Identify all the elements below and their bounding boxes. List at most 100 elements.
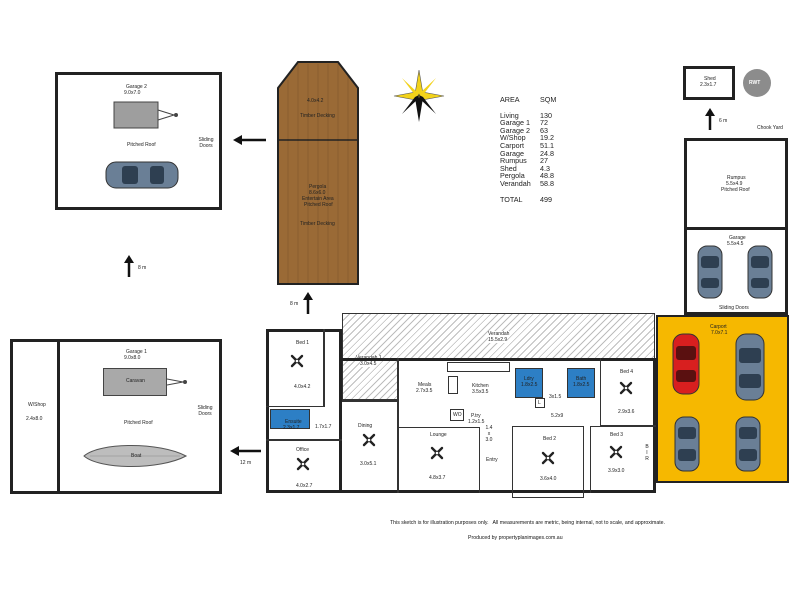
ensuite-title: Ensuite <box>285 419 302 425</box>
rumpus-title: Rumpus <box>727 175 746 181</box>
ceiling-fan-icon <box>430 446 444 460</box>
ceiling-fan-icon <box>290 354 304 368</box>
caravan-label: Caravan <box>126 378 145 384</box>
distance-label-1: 8 m <box>138 265 147 271</box>
pergola-dims: 8.6x6.0 <box>309 190 326 196</box>
rumpus-dims: 5.5x4.9 <box>726 181 743 187</box>
wo-label: WO <box>453 412 462 418</box>
robe-dims: 1.7x1.7 <box>315 424 332 430</box>
area-row-sqm: 51.1 <box>540 140 554 150</box>
boat-label: Boat <box>131 453 142 459</box>
area-row-sqm: 24.8 <box>540 148 554 158</box>
distance-label-3: 12 m <box>240 460 252 466</box>
hall-dims: 5.2x9 <box>551 413 564 419</box>
dining-meals-wall <box>397 358 399 493</box>
area-row-name: Shed <box>500 163 517 173</box>
area-row-name: Pergola <box>500 171 525 181</box>
area-row-sqm: 4.3 <box>540 163 550 173</box>
bath-room <box>567 368 595 398</box>
ceiling-fan-icon <box>541 451 555 465</box>
area-row-name: W/Shop <box>500 133 526 143</box>
area-row-name: Garage <box>500 148 524 158</box>
dining-wall <box>342 400 398 402</box>
distance-label-4: 6 m <box>719 118 728 124</box>
area-row-sqm: 130 <box>540 110 552 120</box>
house-outline <box>266 329 342 493</box>
bed3-dims: 3.9x3.0 <box>608 468 625 474</box>
bed4-title: Bed 4 <box>620 369 634 375</box>
garage-title: Garage <box>729 235 746 241</box>
trailer-icon <box>113 101 178 129</box>
wc-box <box>535 398 545 408</box>
pergola-sub1: Entertain Area <box>302 196 334 202</box>
garage-dims: 5.5x4.5 <box>727 241 744 247</box>
verandah-title: Verandah <box>488 331 510 337</box>
meals-title: Meals <box>418 382 432 388</box>
ensuite-dims: 2.3x1.7 <box>283 425 300 431</box>
lounge-room <box>398 427 480 493</box>
garage2-roof: Pitched Roof <box>127 142 156 148</box>
area-row-name: Verandah <box>500 178 531 188</box>
car-icon <box>674 416 700 472</box>
area-row-sqm: 19.2 <box>540 133 554 143</box>
lounge-dims: 4.8x3.7 <box>429 475 446 481</box>
rainwater-tank <box>743 69 771 97</box>
chook-yard-label: Chook Yard <box>757 125 783 131</box>
tow-hitch-icon <box>167 378 187 386</box>
rumpus-outline <box>684 138 788 230</box>
garage1-outline <box>10 339 222 494</box>
car-icon <box>735 416 761 472</box>
garage-door: Sliding Doors <box>719 305 749 311</box>
area-row-sqm: 58.8 <box>540 178 554 188</box>
bed1-dims: 4.0x4.2 <box>294 384 311 390</box>
rainwater-tank-label: RWT <box>749 80 761 86</box>
office-divider <box>266 439 342 441</box>
l-label: L <box>538 400 541 406</box>
ceiling-fan-icon <box>619 381 633 395</box>
area-row-sqm: 72 <box>540 118 548 128</box>
verandah1-dims: 3.0x4.5 <box>360 361 377 367</box>
boat-shape <box>83 445 188 467</box>
wshop-dims: 2.4x8.0 <box>26 416 43 422</box>
bir-label: B I R <box>645 444 649 462</box>
car-icon <box>105 161 179 189</box>
wshop-divider <box>57 339 60 494</box>
verandah-dims: 15.5x2.9 <box>488 337 508 343</box>
garage1-roof: Pitched Roof <box>124 420 153 426</box>
car-icon <box>672 333 700 395</box>
area-table-header: AREA SQM <box>500 95 557 104</box>
shed-title: Shed <box>704 76 716 82</box>
ceiling-fan-icon <box>296 457 310 471</box>
ceiling-fan-icon <box>362 433 376 447</box>
area-table-row: Verandah 58.8 <box>500 180 580 188</box>
pergola-title: Pergola <box>309 184 327 190</box>
car-icon <box>697 245 723 299</box>
distance-label-2: 8 m <box>290 301 299 307</box>
pergola-top-dims: 4.0x4.2 <box>307 98 324 104</box>
entry-title: Entry <box>486 457 498 463</box>
shed-dims: 2.3x1.7 <box>700 82 717 88</box>
kitchen-dims: 3.5x3.5 <box>472 389 489 395</box>
bed2-room <box>512 426 584 498</box>
pantry-dims: 1.2x1.5 <box>468 419 485 425</box>
bed1-title: Bed 1 <box>296 340 310 346</box>
disclaimer-text: This sketch is for illustration purposes… <box>390 520 665 526</box>
office-title: Office <box>296 447 309 453</box>
wo-box <box>450 409 464 421</box>
arrow-up-icon <box>124 255 134 277</box>
area-table-row: Garage 24.8 <box>500 148 580 158</box>
area-row-name: Carport <box>500 140 524 150</box>
kitchen-title: Kitchen <box>472 383 489 389</box>
bed1-robe-wall <box>323 329 325 407</box>
laundry-dims: 1.8x2.5 <box>521 382 538 388</box>
bath-dims: 1.8x2.5 <box>573 382 590 388</box>
garage1-door: Sliding Doors <box>197 405 213 417</box>
pantry-title: P.try <box>471 413 481 419</box>
entry-dims: 1.4 x 3.0 <box>485 425 493 443</box>
area-row-sqm: 27 <box>540 156 548 166</box>
